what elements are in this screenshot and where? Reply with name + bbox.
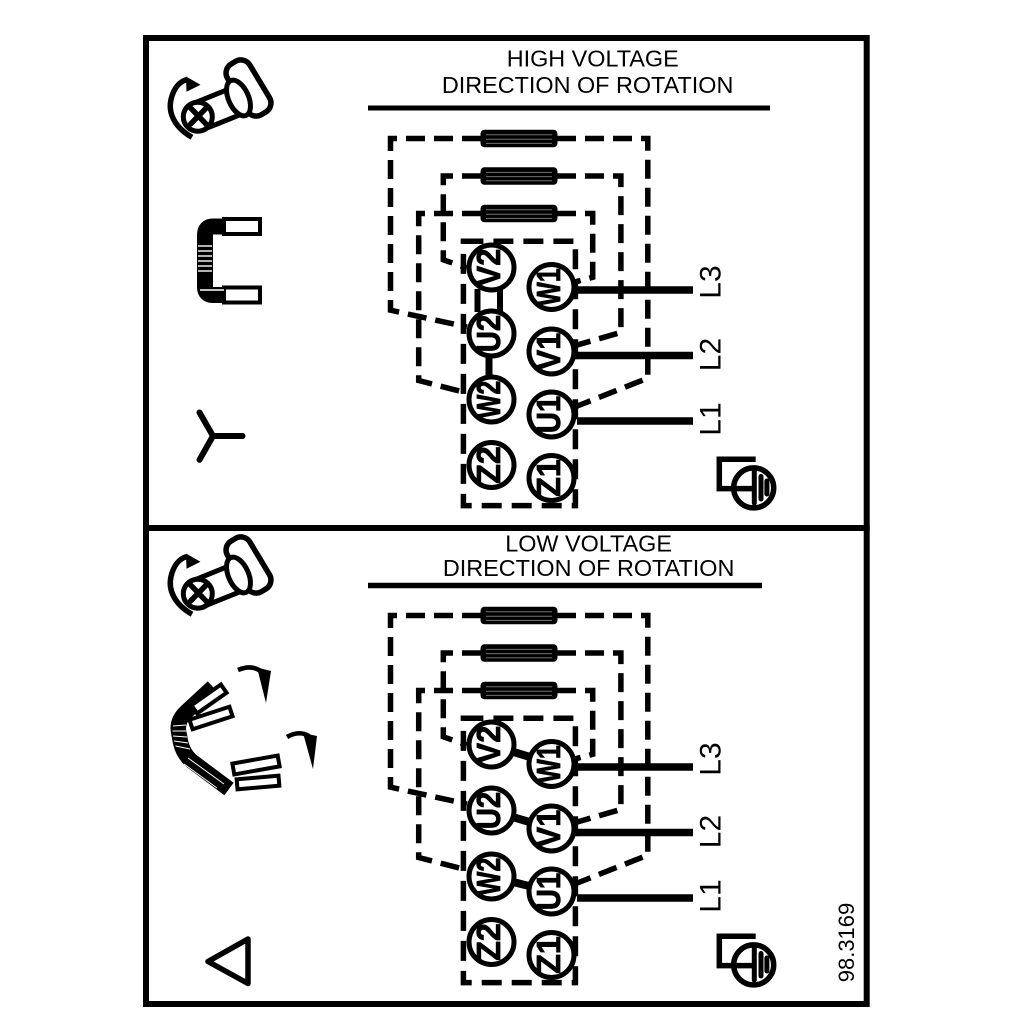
svg-text:98.3169: 98.3169 (834, 903, 859, 983)
svg-text:DIRECTION OF ROTATION: DIRECTION OF ROTATION (443, 555, 735, 581)
svg-text:HIGH VOLTAGE: HIGH VOLTAGE (507, 46, 679, 72)
svg-text:LOW VOLTAGE: LOW VOLTAGE (505, 531, 672, 557)
svg-text:DIRECTION OF ROTATION: DIRECTION OF ROTATION (442, 72, 734, 98)
